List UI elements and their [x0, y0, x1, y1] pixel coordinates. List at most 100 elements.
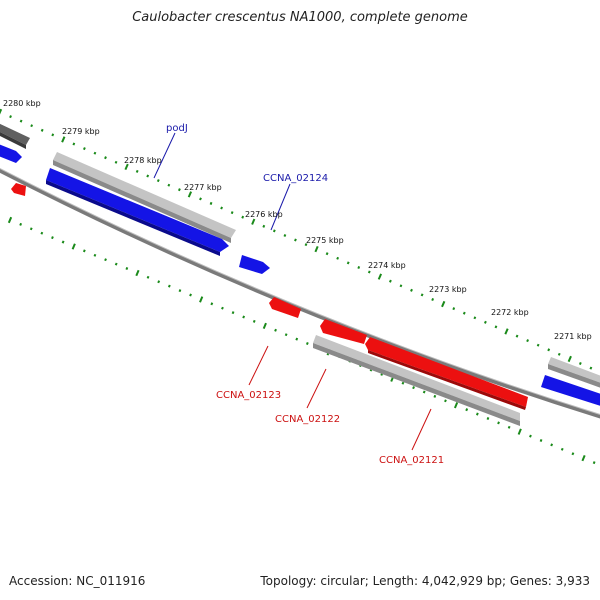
map-title: Caulobacter crescentus NA1000, complete …	[132, 10, 468, 25]
inner-tick-row-tick	[167, 284, 171, 288]
gene-label-CCNA_02122[interactable]: CCNA_02122	[275, 414, 340, 425]
outer-tick-row-tick	[251, 218, 256, 225]
tick-label-2273: 2273 kbp	[429, 285, 467, 294]
outer-tick-row-tick	[9, 115, 12, 119]
outer-tick-row-tick	[557, 352, 561, 356]
outer-tick-row-tick	[220, 206, 224, 210]
inner-tick-row-tick	[412, 386, 415, 390]
outer-tick-row-tick	[187, 191, 193, 198]
inner-tick-row-tick	[210, 302, 214, 306]
outer-tick-row-tick	[272, 229, 276, 233]
outer-tick-row-tick	[420, 293, 424, 297]
inner-tick-row-tick	[274, 328, 277, 332]
inner-tick-row-tick	[157, 280, 161, 284]
outer-tick-row-tick	[124, 163, 129, 170]
leader-CCNA_02122	[306, 368, 327, 409]
inner-tick-row-tick	[125, 267, 129, 270]
inner-tick-row-tick	[529, 434, 532, 438]
inner-tick-row-tick	[560, 447, 564, 451]
outer-tick-row-tick	[515, 334, 519, 338]
leader-CCNA_02123	[248, 345, 269, 386]
outer-tick-row-tick	[336, 256, 340, 260]
outer-tick-row-tick	[72, 142, 76, 146]
outer-tick-row-tick	[452, 307, 456, 311]
tick-label-2271: 2271 kbp	[554, 332, 592, 341]
gene-labels: podJ CCNA_02124 CCNA_02123 CCNA_02122 CC…	[166, 123, 444, 466]
inner-tick-row-tick	[305, 342, 309, 345]
outer-tick-row-tick	[547, 348, 551, 352]
inner-tick-row-tick	[221, 306, 224, 310]
outer-tick-row-tick	[156, 179, 160, 183]
outer-tick-row-tick	[146, 174, 150, 178]
outer-tick-row-tick	[473, 316, 477, 320]
outer-tick-row-tick	[483, 320, 487, 324]
inner-tick-row-tick	[444, 399, 447, 403]
outer-tick-row-tick	[314, 246, 319, 253]
gene-arrow-right-blue	[541, 375, 600, 406]
leader-CCNA_02121	[411, 408, 432, 451]
inner-tick-row-tick	[497, 421, 500, 425]
outer-tick-row-tick	[209, 201, 213, 205]
outer-tick-row-tick	[367, 270, 371, 274]
outer-tick-row-tick	[526, 339, 530, 343]
inner-tick-row-tick	[592, 461, 596, 465]
gene-label-podJ[interactable]: podJ	[166, 123, 188, 134]
cds-track-upper-left-shade	[0, 132, 26, 149]
inner-tick-row-tick	[422, 390, 426, 394]
outer-tick-row-tick	[441, 300, 446, 308]
outer-tick-row-tick	[51, 133, 55, 137]
inner-tick-row-tick	[252, 319, 256, 323]
inner-tick-row-tick	[82, 249, 86, 253]
inner-tick-row-tick	[114, 262, 118, 266]
inner-tick-row-tick	[262, 322, 267, 329]
cds-track-upper-shade	[53, 160, 231, 243]
gene-arrow-CCNA_02121	[365, 337, 528, 407]
gene-arrow-podJ-shade	[46, 180, 220, 256]
outer-tick-row-tick	[135, 169, 139, 173]
gene-arrow-CCNA_02124	[239, 255, 270, 274]
outer-tick-row-tick	[589, 366, 593, 370]
cds-track-right-shade	[548, 364, 600, 388]
outer-tick-row-tick	[104, 156, 107, 160]
gene-label-CCNA_02123[interactable]: CCNA_02123	[216, 390, 281, 401]
inner-tick-row-tick	[189, 293, 192, 297]
gene-label-CCNA_02121[interactable]: CCNA_02121	[379, 455, 444, 466]
outer-tick-row-tick	[399, 284, 403, 288]
outer-tick-row-tick	[167, 183, 171, 187]
outer-tick-row-tick	[578, 362, 582, 365]
gene-label-CCNA_02124[interactable]: CCNA_02124	[263, 173, 328, 184]
outer-tick-row-tick	[357, 266, 361, 269]
outer-tick-row-tick	[0, 108, 3, 115]
backbone-line	[0, 168, 600, 419]
tick-label-2277: 2277 kbp	[184, 183, 222, 192]
outer-tick-row-tick	[199, 197, 202, 201]
tick-label-2272: 2272 kbp	[491, 308, 529, 317]
tick-label-2278: 2278 kbp	[124, 156, 162, 165]
inner-tick-row-tick	[40, 231, 44, 235]
inner-tick-row-tick	[453, 402, 459, 409]
inner-tick-row-tick	[7, 216, 13, 224]
cds-track-upper-left	[0, 123, 30, 145]
outer-tick-row-tick	[504, 328, 509, 335]
cds-track-upper	[53, 152, 236, 238]
tick-label-2279: 2279 kbp	[62, 127, 100, 136]
inner-tick-row-tick	[539, 439, 543, 442]
backbone-line-highlight	[0, 167, 600, 415]
gene-arrow-left-red	[11, 183, 26, 196]
inner-tick-row-tick	[104, 258, 107, 262]
outer-tick-row-tick	[177, 188, 181, 192]
gene-arrow-podJ	[46, 168, 229, 252]
outer-tick-row-tick	[19, 119, 23, 123]
accession-text: Accession: NC_011916	[9, 574, 146, 588]
feature-tracks	[0, 123, 600, 426]
outer-tick-row-tick	[410, 288, 413, 292]
outer-tick-row-tick	[325, 252, 329, 256]
inner-tick-row-tick	[29, 227, 33, 231]
inner-tick-row-tick	[284, 333, 288, 337]
outer-tick-row-tick	[30, 124, 34, 128]
leader-podJ	[153, 132, 176, 179]
tick-label-2275: 2275 kbp	[306, 236, 344, 245]
inner-tick-row-tick	[61, 240, 65, 244]
